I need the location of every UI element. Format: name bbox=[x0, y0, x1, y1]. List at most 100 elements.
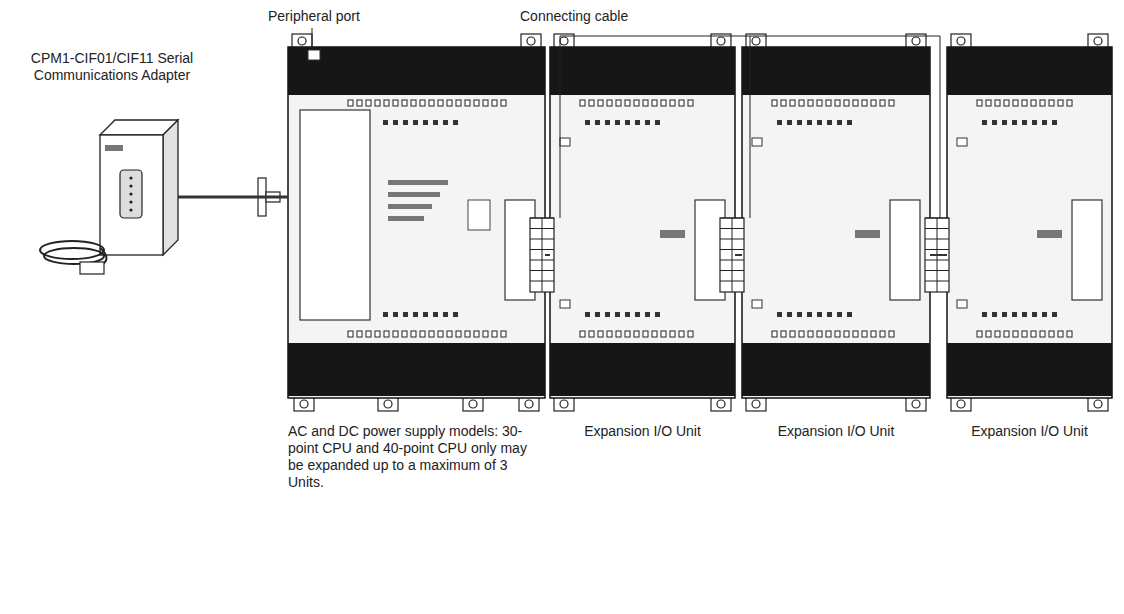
mounting-hole bbox=[717, 37, 725, 45]
indicator-led bbox=[655, 312, 660, 317]
mounting-tab bbox=[746, 397, 766, 411]
mounting-hole bbox=[912, 37, 920, 45]
indicator-led bbox=[1032, 120, 1037, 125]
indicator-led bbox=[982, 312, 987, 317]
terminal-screw bbox=[1022, 100, 1027, 106]
terminal-screw bbox=[456, 100, 461, 106]
terminal-screw bbox=[465, 100, 470, 106]
terminal-screw bbox=[986, 100, 991, 106]
mounting-hole bbox=[752, 400, 760, 408]
terminal-screw bbox=[616, 100, 621, 106]
terminal-screw bbox=[429, 331, 434, 337]
indicator-led bbox=[393, 120, 398, 125]
part-name: Expansion I/O Unit bbox=[947, 423, 1112, 440]
indicator-led bbox=[1042, 120, 1047, 125]
indicator-led bbox=[847, 120, 852, 125]
panel-marking bbox=[388, 180, 448, 185]
terminal-screw bbox=[781, 100, 786, 106]
indicator-led bbox=[787, 312, 792, 317]
indicator-led bbox=[595, 312, 600, 317]
leader-line bbox=[750, 36, 940, 218]
indicator-led bbox=[777, 120, 782, 125]
terminal-screw bbox=[348, 331, 353, 337]
indicator-led bbox=[837, 120, 842, 125]
panel-marking bbox=[752, 138, 762, 146]
indicator-led bbox=[453, 312, 458, 317]
terminal-screw bbox=[880, 331, 885, 337]
indicator-led bbox=[393, 312, 398, 317]
terminal-screw bbox=[986, 331, 991, 337]
terminal-block bbox=[742, 343, 930, 396]
terminal-screw bbox=[862, 100, 867, 106]
terminal-screw bbox=[1058, 331, 1063, 337]
indicator-led bbox=[827, 120, 832, 125]
panel-marking bbox=[855, 230, 880, 238]
terminal-screw bbox=[625, 331, 630, 337]
terminal-screw bbox=[1067, 331, 1072, 337]
terminal-screw bbox=[393, 100, 398, 106]
terminal-screw bbox=[871, 100, 876, 106]
panel-marking bbox=[660, 230, 685, 238]
mounting-hole bbox=[560, 400, 568, 408]
expansion-unit: Expansion I/O Unit bbox=[947, 35, 1112, 446]
mounting-tab bbox=[1088, 397, 1108, 411]
adapter-housing bbox=[100, 135, 163, 255]
indicator-led bbox=[1012, 312, 1017, 317]
indicator-led bbox=[777, 312, 782, 317]
indicator-led bbox=[807, 120, 812, 125]
terminal-block bbox=[288, 343, 545, 396]
terminal-screw bbox=[501, 100, 506, 106]
mounting-hole bbox=[469, 400, 477, 408]
terminal-screw bbox=[808, 331, 813, 337]
mounting-hole bbox=[1094, 400, 1102, 408]
connector-pin bbox=[129, 208, 132, 211]
terminal-screw bbox=[483, 100, 488, 106]
terminal-screw bbox=[483, 331, 488, 337]
terminal-screw bbox=[817, 331, 822, 337]
terminal-screw bbox=[1013, 100, 1018, 106]
terminal-screw bbox=[826, 100, 831, 106]
terminal-screw bbox=[1013, 331, 1018, 337]
indicator-led bbox=[595, 120, 600, 125]
terminal-screw bbox=[411, 331, 416, 337]
indicator-led bbox=[403, 120, 408, 125]
terminal-screw bbox=[411, 100, 416, 106]
terminal-screw bbox=[835, 331, 840, 337]
terminal-block bbox=[742, 47, 930, 95]
terminal-block bbox=[550, 47, 735, 95]
indicator-led bbox=[645, 312, 650, 317]
terminal-screw bbox=[1040, 100, 1045, 106]
terminal-screw bbox=[625, 100, 630, 106]
indicator-led bbox=[992, 120, 997, 125]
indicator-led bbox=[383, 120, 388, 125]
terminal-screw bbox=[607, 100, 612, 106]
terminal-screw bbox=[1022, 331, 1027, 337]
terminal-screw bbox=[456, 331, 461, 337]
mounting-tab bbox=[1088, 34, 1108, 48]
part-name: Expansion I/O Unit bbox=[742, 423, 930, 440]
mounting-tab bbox=[294, 397, 314, 411]
indicator-led bbox=[982, 120, 987, 125]
cable-connector bbox=[80, 262, 104, 274]
terminal-screw bbox=[1058, 100, 1063, 106]
callout-label: Peripheral port bbox=[268, 8, 360, 25]
terminal-screw bbox=[995, 331, 1000, 337]
terminal-screw bbox=[598, 100, 603, 106]
terminal-screw bbox=[384, 100, 389, 106]
unit-housing bbox=[550, 47, 735, 398]
indicator-led bbox=[787, 120, 792, 125]
indicator-led bbox=[605, 120, 610, 125]
connecting-cable bbox=[930, 254, 947, 256]
terminal-screw bbox=[871, 331, 876, 337]
indicator-led bbox=[1032, 312, 1037, 317]
terminal-screw bbox=[679, 331, 684, 337]
panel-marking bbox=[752, 300, 762, 308]
mounting-tab bbox=[554, 397, 574, 411]
terminal-screw bbox=[995, 100, 1000, 106]
terminal-screw bbox=[375, 100, 380, 106]
indicator-led bbox=[655, 120, 660, 125]
mounting-hole bbox=[300, 400, 308, 408]
indicator-led bbox=[827, 312, 832, 317]
adapter-unit: CPM1-CIF01/CIF11 Serial Communications A… bbox=[22, 50, 202, 268]
